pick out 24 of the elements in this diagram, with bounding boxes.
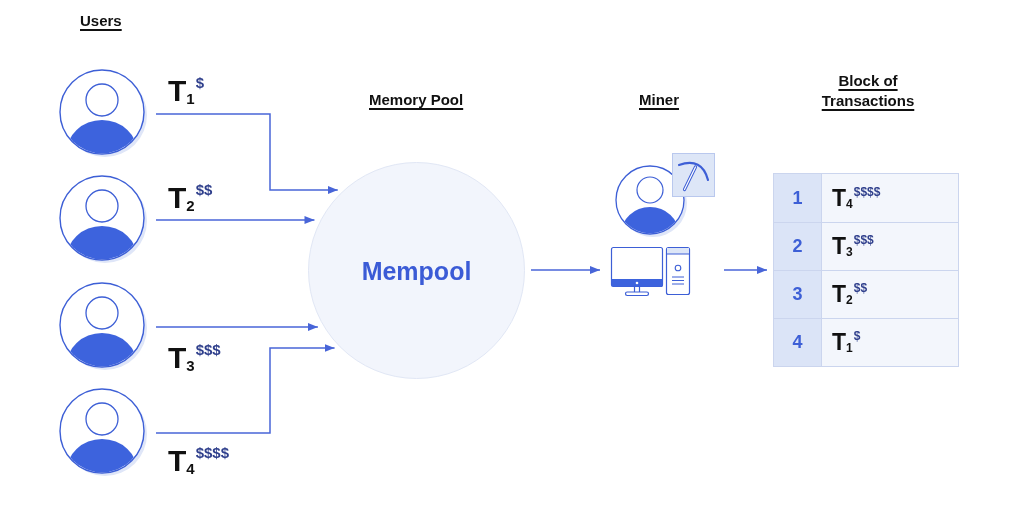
arrow [155,344,336,434]
transaction-table [773,173,959,367]
position-number: 2 [774,223,822,270]
position-number: 1 [774,174,822,222]
user-avatar-icon [58,281,150,373]
table-row [774,318,958,366]
position-number: 4 [774,319,822,366]
section-heading: Block of Transactions [820,71,916,111]
user-avatar-icon [58,387,150,479]
arrow [723,266,768,274]
position-number: 3 [774,271,822,318]
table-row [774,222,958,270]
arrow [530,266,601,274]
arrow [155,323,319,331]
section-heading: Memory Pool [369,90,464,110]
user-avatar-icon [58,68,150,160]
section-heading: Users [80,11,122,31]
arrow [155,216,316,224]
section-heading: Miner [639,90,679,110]
user-avatar-icon [58,174,150,266]
arrow [155,113,339,194]
table-row [774,270,958,318]
pool-label: Mempool [361,255,472,286]
table-row [774,174,958,222]
